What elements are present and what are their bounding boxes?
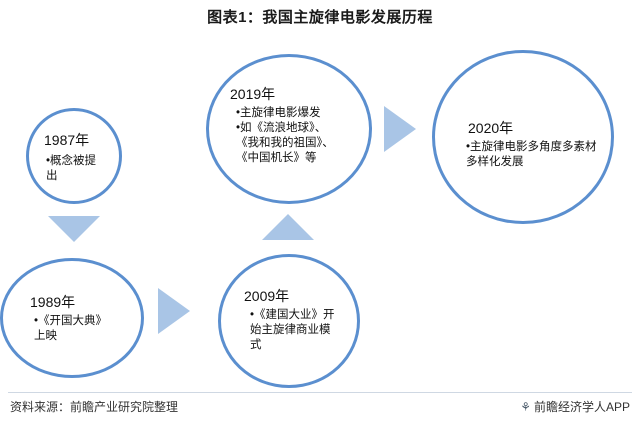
milestone-year-2009: 2009年 — [244, 288, 290, 304]
milestone-desc-line: •主旋律电影爆发 — [236, 107, 321, 119]
milestone-circle-2020 — [432, 50, 614, 224]
milestone-desc-line: 上映 — [34, 330, 57, 342]
milestone-year-2019: 2019年 — [230, 86, 276, 102]
milestone-circle-1989 — [0, 258, 144, 378]
flow-arrow-up — [262, 214, 314, 240]
flow-arrow-right — [384, 106, 416, 152]
milestone-desc-1987: •概念被提 出 — [46, 154, 96, 184]
milestone-desc-line: •《开国大典》 — [34, 315, 108, 327]
milestone-circle-2009 — [218, 254, 360, 388]
milestone-desc-line: 《我和我的祖国》、 — [236, 137, 334, 149]
milestone-desc-line: 式 — [250, 339, 262, 351]
milestone-desc-2019: •主旋律电影爆发 •如《流浪地球》、 《我和我的祖国》、 《中国机长》等 — [236, 106, 334, 166]
footer-divider — [8, 392, 632, 393]
milestone-desc-2009: •《建国大业》开 始主旋律商业模 式 — [250, 308, 335, 353]
flow-arrow-down — [48, 216, 100, 242]
milestone-desc-line: 多样化发展 — [466, 156, 524, 168]
source-note: 资料来源：前瞻产业研究院整理 — [10, 400, 179, 414]
milestone-year-1989: 1989年 — [30, 294, 76, 310]
milestone-desc-line: •主旋律电影多角度多素材 — [466, 141, 597, 153]
milestone-circle-2019 — [206, 54, 372, 204]
milestone-desc-line: •概念被提 — [46, 155, 97, 167]
milestone-desc-line: •如《流浪地球》、 — [236, 122, 327, 134]
milestone-desc-line: •《建国大业》开 — [250, 309, 335, 321]
milestone-desc-1989: •《开国大典》 上映 — [34, 314, 107, 344]
milestone-desc-line: 《中国机长》等 — [236, 152, 317, 164]
brand-credit: ⚘ 前瞻经济学人APP — [520, 398, 630, 415]
flow-arrow-right — [158, 288, 190, 334]
milestone-year-1987: 1987年 — [44, 132, 90, 148]
chart-title: 图表1：我国主旋律电影发展历程 — [207, 9, 433, 26]
milestone-desc-line: 出 — [46, 170, 58, 182]
milestone-circle-1987 — [26, 108, 122, 204]
milestone-year-2020: 2020年 — [468, 120, 514, 136]
brand-name: 前瞻经济学人APP — [533, 400, 630, 414]
milestone-desc-2020: •主旋律电影多角度多素材 多样化发展 — [466, 140, 597, 170]
paw-icon: ⚘ — [520, 399, 531, 414]
milestone-desc-line: 始主旋律商业模 — [250, 324, 331, 336]
